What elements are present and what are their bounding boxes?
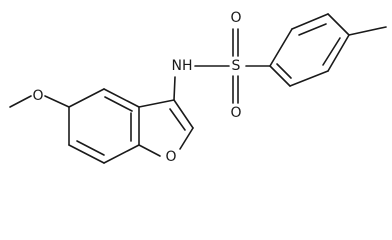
bond [103,88,140,108]
bond [173,99,194,129]
methoxy-oxygen-label: O [32,88,43,104]
furan-ring [138,99,194,157]
bond [68,144,105,164]
bond [68,88,105,108]
bond [138,99,175,108]
bond [269,65,291,87]
bond [103,144,140,164]
bond [289,70,329,87]
bond [348,26,387,36]
bond [269,28,293,67]
double-bond-inner [169,108,186,131]
double-bond-inner [104,96,133,112]
bond [327,34,350,72]
sulfonyl-group [232,28,239,104]
benzofuran-benzene-ring [68,88,140,164]
amine-label: NH [172,58,193,74]
bond [327,13,350,36]
bond [9,95,32,108]
bond [173,76,176,101]
double-bond-inner [298,23,327,36]
double-bond-inner [76,140,105,156]
double-bond-inner [276,63,292,79]
methoxy-group [9,95,70,108]
double-bond-inner [322,37,341,66]
furan-oxygen-label: O [165,149,176,165]
sulfur-label: S [232,58,241,74]
sulfonyl-oxygen-top-label: O [230,10,241,26]
bond [179,127,194,150]
bond [44,95,70,108]
sulfonyl-oxygen-bottom-label: O [230,105,241,121]
bond [138,144,161,157]
bond [291,13,329,30]
chemical-structure: O O NH S O O [9,10,387,165]
tolyl-ring [269,13,350,87]
